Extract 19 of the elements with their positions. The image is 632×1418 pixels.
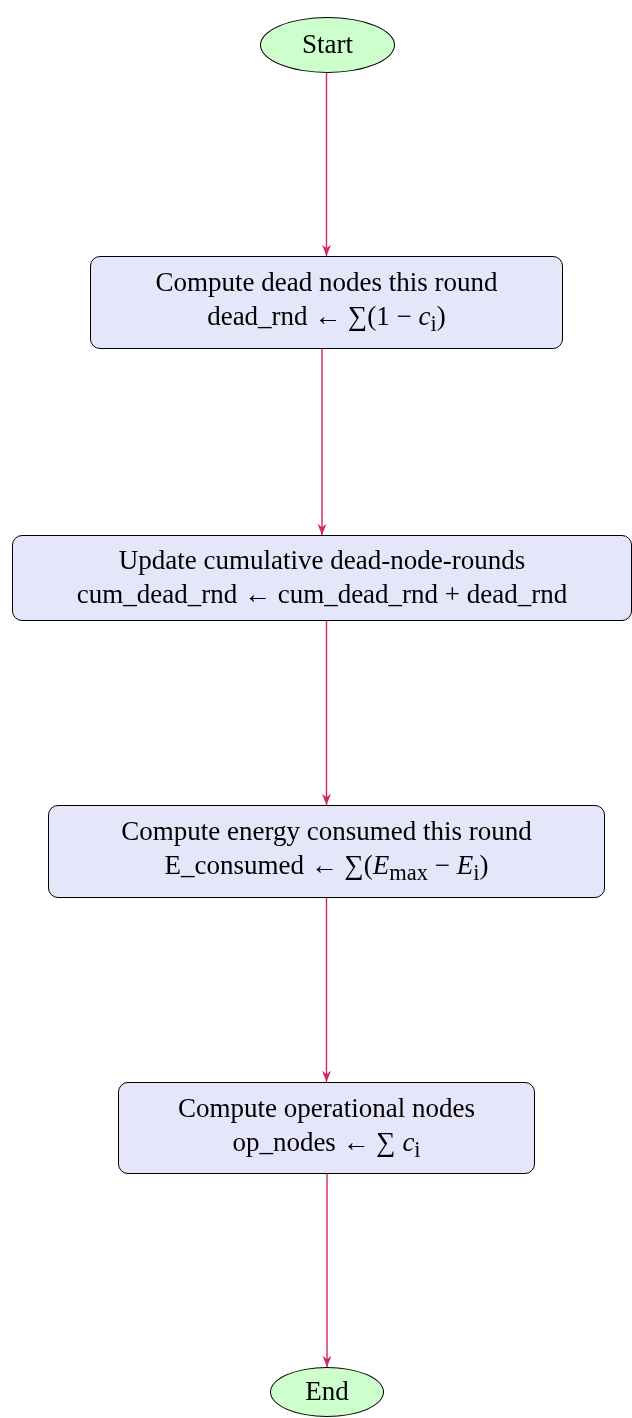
arrow <box>322 620 331 806</box>
step-title: Compute dead nodes this round <box>155 266 498 300</box>
terminal-label: Start <box>302 28 353 62</box>
arrow <box>322 72 331 257</box>
step-formula: op_nodes ← ∑ c$_{i}$ <box>232 1125 421 1164</box>
step-formula: cum_dead_rnd ← cum_dead_rnd + dead_rnd <box>76 578 568 611</box>
arrow <box>322 1173 332 1368</box>
process-box <box>118 1082 535 1174</box>
step-formula: E_consumed ← ∑(E$_{max}$ − E$_{i}$) <box>164 849 489 888</box>
step-title: Update cumulative dead-node-rounds <box>118 544 526 578</box>
step-title: Compute energy consumed this round <box>121 815 532 849</box>
arrow <box>317 348 327 536</box>
process-box <box>48 805 605 898</box>
terminal-label: End <box>305 1375 349 1409</box>
step-formula: dead_rnd ← ∑(1 − c$_{i}$) <box>207 300 446 339</box>
process-box <box>90 256 563 349</box>
process-box <box>12 535 632 621</box>
step-title: Compute operational nodes <box>178 1091 475 1125</box>
arrow <box>322 897 331 1083</box>
